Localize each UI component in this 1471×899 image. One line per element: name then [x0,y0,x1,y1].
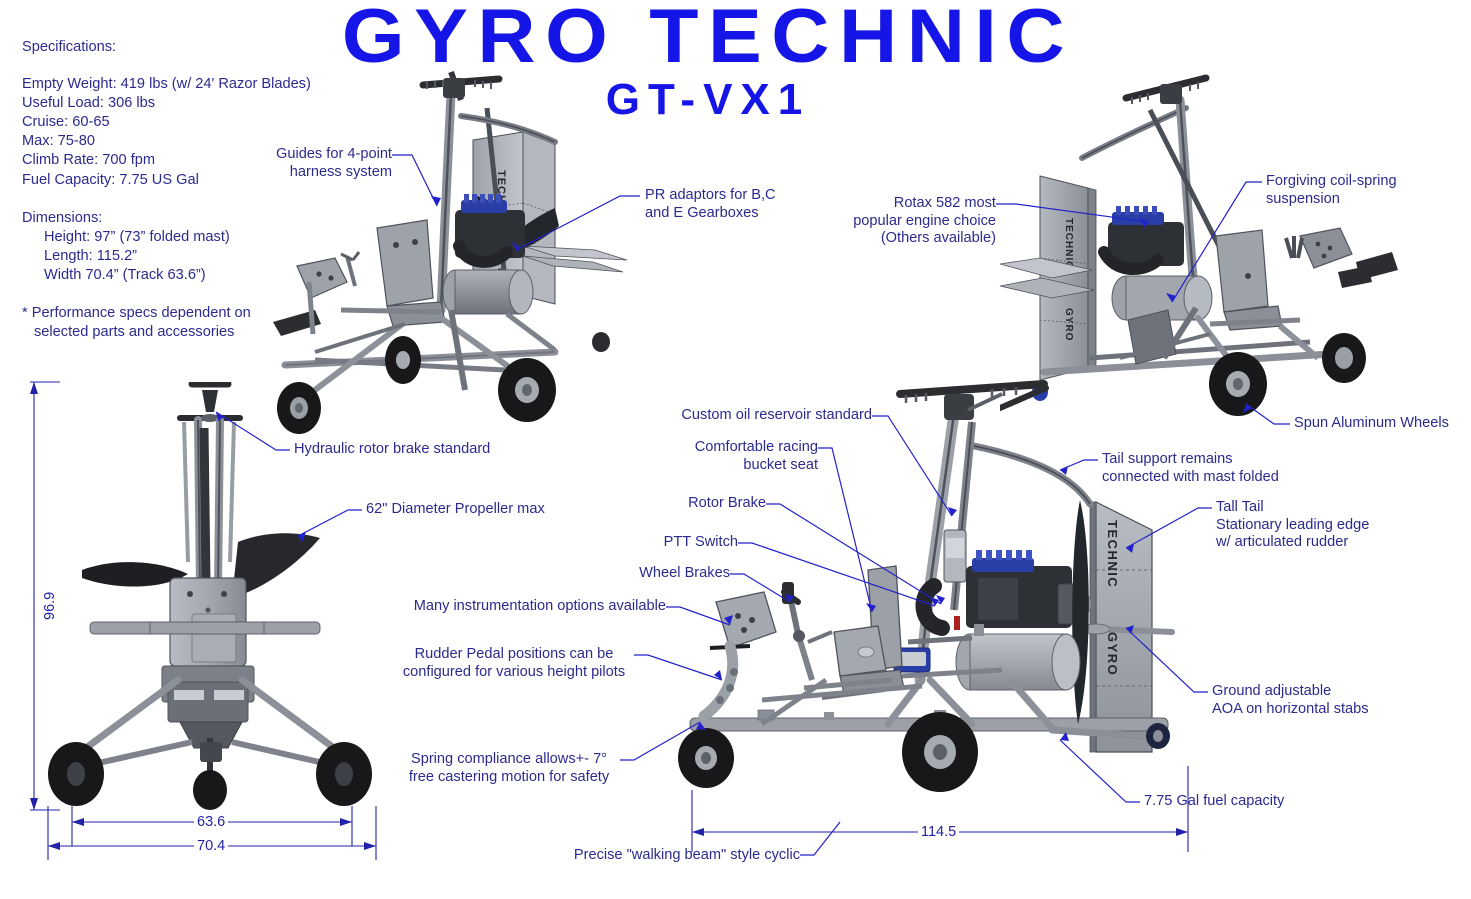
wheel-main-left [498,358,556,422]
callout-propeller: 62" Diameter Propeller max [366,501,545,517]
callout-suspension: Forgiving coil-spring suspension [1266,173,1397,207]
wheel-main-side [902,712,978,792]
callout-rotor-brake: Rotor Brake [688,495,766,511]
dimension-label-length: 114.5 [918,824,960,840]
model-title: GT-VX1 [605,75,811,124]
dimension-label-height: 96.9 [42,591,58,620]
wheel-front [277,382,321,434]
callout-harness: Guides for 4-point harness system [275,146,392,180]
callout-wheel-brakes: Wheel Brakes [639,565,730,581]
wheel-nose-side [678,728,734,788]
wheel-tail-side [1146,723,1170,749]
spec-line-weight: Empty Weight: 419 lbs (w/ 24' Razor Blad… [22,76,311,93]
callout-ptt-switch: PTT Switch [663,534,738,550]
callout-gearbox: PR adaptors for B,C and E Gearboxes [645,187,776,221]
callout-spring-compliance: Spring compliance allows+- 7° free caste… [408,751,610,785]
rotor-head [896,380,1048,420]
callout-fuel-capacity: 7.75 Gal fuel capacity [1144,793,1285,809]
tail-logo-technic-2: TECHNIC [1063,218,1074,269]
callout-spun-wheels: Spun Aluminum Wheels [1294,415,1449,431]
callout-engine: Rotax 582 most popular engine choice (Ot… [853,195,996,247]
title-block: GYRO TECHNIC GT-VX1 [268,0,1148,124]
dimension-label-width: 70.4 [194,838,229,854]
spec-line-load: Useful Load: 306 lbs [22,95,156,112]
callout-aoa: Ground adjustable AOA on horizontal stab… [1212,683,1369,717]
callout-oil-reservoir: Custom oil reservoir standard [681,407,872,423]
gyroplane-side-view: TECHNIC GYRO [678,380,1175,792]
wheel-left-front-view [48,742,104,806]
spec-line-fuel: Fuel Capacity: 7.75 US Gal [22,171,199,188]
tail-logo-technic-side: TECHNIC [1105,520,1120,588]
wheel-front-right [1322,333,1366,383]
callout-tall-tail: Tall Tail Stationary leading edge w/ art… [1216,499,1370,551]
callout-hydraulic-rotor-brake: Hydraulic rotor brake standard [294,441,491,457]
dimension-length: Length: 115.2” [44,247,138,264]
spec-line-climb: Climb Rate: 700 fpm [22,152,156,169]
callout-rudder-pedals: Rudder Pedal positions can be configured… [402,646,626,680]
dimension-width: Width 70.4” (Track 63.6”) [44,266,206,283]
wheel-main-rear [1209,352,1267,416]
callout-bucket-seat: Comfortable racing bucket seat [694,439,818,473]
wheel-main-right [385,336,421,384]
tail-logo-gyro-side: GYRO [1105,632,1120,676]
spec-line-max: Max: 75-80 [22,133,96,150]
gyroplane-3d-view-right: TECHNIC GYRO [1000,74,1398,416]
callout-cyclic: Precise "walking beam" style cyclic [573,847,800,863]
spec-line-cruise: Cruise: 60-65 [22,114,110,131]
dimension-label-track: 63.6 [194,814,229,830]
wheel-right-front-view [316,742,372,806]
dimension-height: Height: 97” (73” folded mast) [44,228,230,245]
callout-instrumentation: Many instrumentation options available [413,598,666,614]
specifications-panel: Specifications: Empty Weight: 419 lbs (w… [22,38,322,342]
footnote-line-2: selected parts and accessories [34,324,235,341]
wheel-nose-front-view [193,770,227,810]
footnote-line-1: * Performance specs dependent on [22,305,251,322]
dimensions-heading: Dimensions: [22,209,103,226]
brand-title: GYRO TECHNIC [341,0,1075,79]
callout-tail-support: Tail support remains connected with mast… [1102,451,1279,485]
specs-heading: Specifications: [22,39,117,55]
tail-logo-gyro-2: GYRO [1063,308,1074,341]
